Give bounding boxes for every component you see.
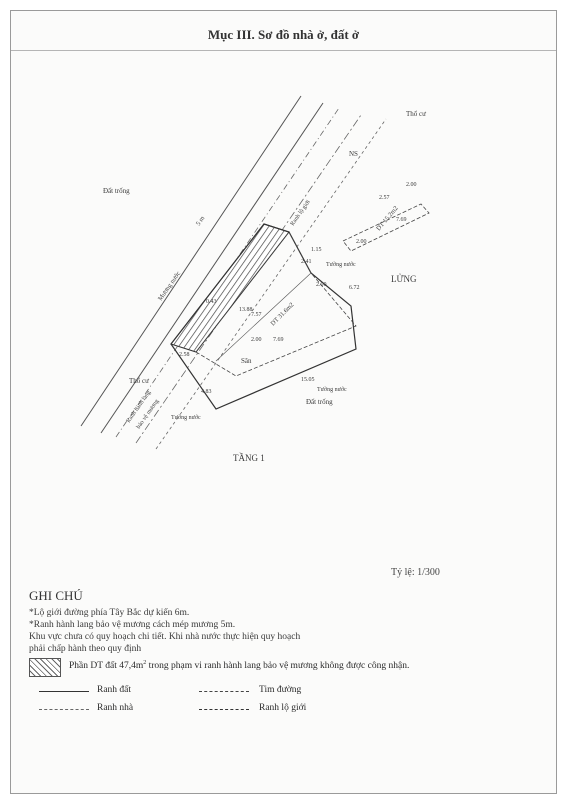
site-plan-drawing: Đất trống Thổ cư NS 5 m Mương nước Ranh … bbox=[80, 95, 430, 463]
legend-ranh-dat: Ranh đất bbox=[39, 685, 239, 699]
dim-label: 6.72 bbox=[349, 285, 360, 291]
label-five-m: 5 m bbox=[195, 215, 206, 227]
dim-label: 2.00 bbox=[316, 282, 327, 288]
dim-label: 2.57 bbox=[379, 195, 390, 201]
notes-section: GHI CHÚ *Lộ giới đường phía Tây Bắc dự k… bbox=[29, 588, 529, 733]
legend-ranh-nha: Ranh nhà bbox=[39, 703, 239, 717]
canal-edge-line bbox=[100, 102, 324, 434]
hatch-legend-row: Phần DT đất 47,4m2 trong phạm vi ranh hà… bbox=[29, 657, 529, 679]
legend-dash-line bbox=[199, 709, 249, 710]
legend-dashed-line bbox=[39, 709, 89, 710]
legend-label: Ranh nhà bbox=[97, 703, 134, 713]
dim-label: 2.00 bbox=[251, 337, 262, 343]
label-san: Sân bbox=[241, 357, 252, 365]
note-line: *Ranh hành lang bảo vệ mương cách mép mư… bbox=[29, 620, 236, 630]
note-line: Khu vực chưa có quy hoạch chi tiết. Khi … bbox=[29, 632, 301, 642]
legend-tim-duong: Tim đường bbox=[199, 685, 399, 699]
dim-label: 2.58 bbox=[179, 352, 190, 358]
label-ns: NS bbox=[349, 150, 358, 158]
road-edge-line bbox=[155, 118, 387, 450]
dim-label: 7.69 bbox=[273, 337, 284, 343]
hatch-swatch bbox=[29, 658, 61, 677]
house-inner-line bbox=[215, 272, 312, 362]
legend-solid-line bbox=[39, 691, 89, 692]
label-muong-nuoc: Mương nước bbox=[157, 270, 182, 302]
note-line: *Lộ giới đường phía Tây Bắc dự kiến 6m. bbox=[29, 608, 190, 618]
line-legend: Ranh đất Tim đường Ranh nhà Ranh lộ giới bbox=[29, 683, 529, 733]
note-line: phải chấp hành theo quy định bbox=[29, 644, 142, 654]
dim-label: 7.69 bbox=[396, 217, 407, 223]
page-title: Mục III. Sơ đồ nhà ở, đất ở bbox=[207, 27, 360, 42]
dim-label: 7.57 bbox=[251, 312, 262, 318]
legend-dashdot-line bbox=[199, 691, 249, 692]
dim-label: 13.88 bbox=[239, 307, 253, 313]
dim-label: 2.00 bbox=[356, 239, 367, 245]
dim-label: 4.83 bbox=[201, 389, 212, 395]
label-dat-trong-top: Đất trống bbox=[103, 187, 130, 195]
label-tang1: TẦNG 1 bbox=[233, 453, 265, 463]
dim-label: 2.41 bbox=[301, 259, 312, 265]
label-dt-main: DT 31.6m2 bbox=[269, 301, 295, 327]
label-tuong-nuoc-right: Tường nước bbox=[326, 262, 356, 268]
legend-ranh-lo-gioi: Ranh lộ giới bbox=[199, 703, 399, 717]
label-tuong-nuoc-bottom: Tường nước bbox=[317, 387, 347, 393]
house-outline bbox=[195, 231, 357, 377]
legend-label: Tim đường bbox=[259, 685, 302, 695]
legend-label: Ranh đất bbox=[97, 685, 132, 695]
dim-label: 1.15 bbox=[311, 247, 322, 253]
label-tuong-nuoc-left: Tường nước bbox=[171, 415, 201, 421]
dim-label: 15.05 bbox=[301, 377, 315, 383]
parcel-boundary bbox=[170, 223, 357, 410]
notes-heading: GHI CHÚ bbox=[29, 588, 83, 603]
hatch-legend-text: Phần DT đất 47,4m2 trong phạm vi ranh hà… bbox=[69, 660, 409, 671]
title-divider bbox=[11, 50, 556, 51]
dim-label: 0.43 bbox=[206, 299, 217, 305]
label-tho-cu-top: Thổ cư bbox=[406, 110, 426, 118]
hatch-text-sup: 2 bbox=[143, 660, 147, 666]
dim-label: 2.00 bbox=[406, 182, 417, 188]
hatch-text-suffix: trong phạm vi ranh hành lang bảo vệ mươn… bbox=[146, 661, 410, 672]
document-page: Mục III. Sơ đồ nhà ở, đất ở Đất trống Th… bbox=[10, 10, 557, 794]
hatch-text-prefix: Phần DT đất 47,4m bbox=[69, 661, 144, 672]
hatched-unrecognized-area bbox=[170, 223, 290, 353]
mezzanine-outline bbox=[342, 203, 430, 252]
scale-label: Tỷ lệ: 1/300 bbox=[391, 567, 440, 578]
canal-edge-line bbox=[80, 95, 302, 427]
label-lung: LỬNG bbox=[391, 274, 417, 284]
legend-label: Ranh lộ giới bbox=[259, 703, 307, 713]
label-dat-trong-bottom: Đất trống bbox=[306, 398, 333, 406]
label-tho-cu-left: Thổ cư bbox=[129, 377, 149, 385]
